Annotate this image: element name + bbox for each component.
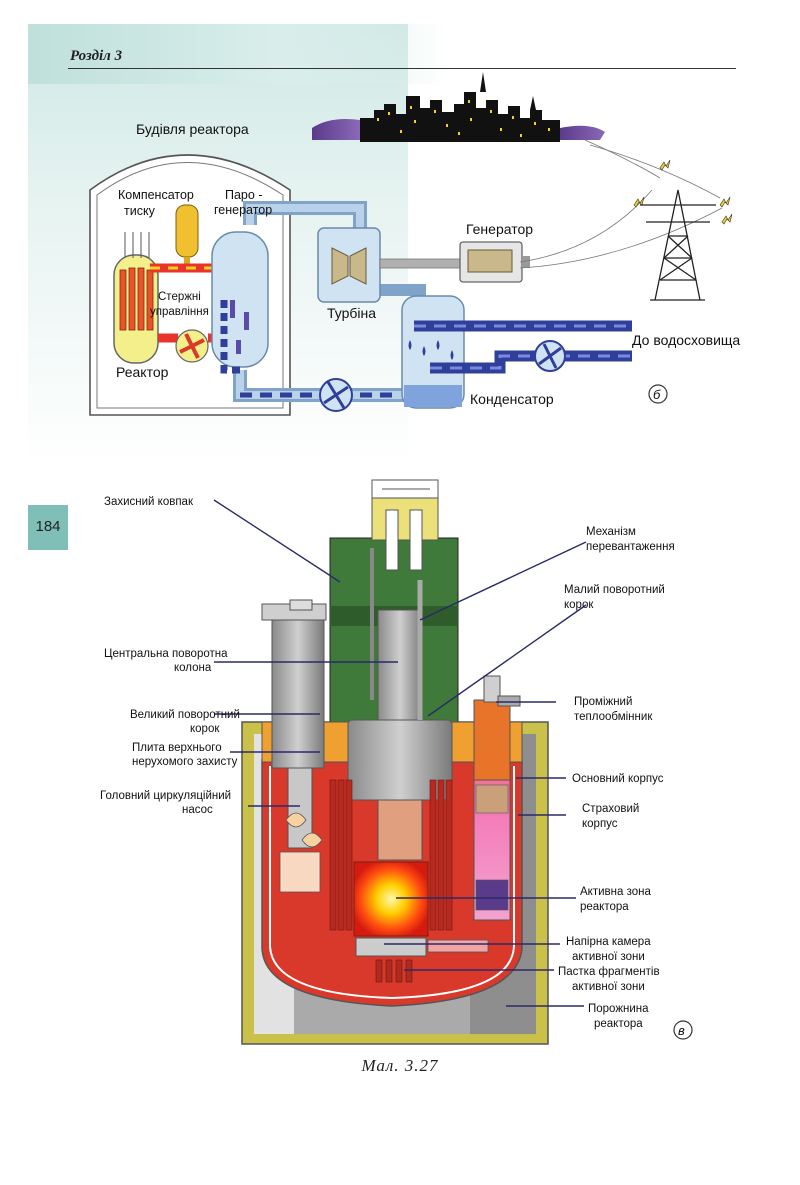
diagram-b-marker xyxy=(648,384,668,404)
label-core-1: Активна зона xyxy=(580,886,651,898)
right-labels: Механізм перевантаження Малий поворотний… xyxy=(558,526,675,1030)
steam-generator-label: Паро - генератор xyxy=(214,188,272,217)
label-small-plug-1: Малий поворотний xyxy=(564,584,665,596)
label-shield-plate-1: Плита верхнього xyxy=(132,742,222,754)
reservoir-label: До водосховища xyxy=(632,332,740,348)
label-protective-hood: Захисний ковпак xyxy=(104,496,194,508)
label-shield-plate-2: нерухомого захисту xyxy=(132,756,238,768)
label-central-column-2: колона xyxy=(174,662,212,674)
label-heat-exchanger-2: теплообмінник xyxy=(574,711,653,723)
large-rotating-plug xyxy=(347,719,453,801)
label-central-column-1: Центральна поворотна xyxy=(104,648,228,660)
label-cavity-2: реактора xyxy=(594,1018,643,1030)
leader-lines xyxy=(213,499,587,1007)
label-trap-1: Пастка фрагментів xyxy=(558,966,660,978)
fragment-trap xyxy=(375,959,413,983)
header-rule xyxy=(68,68,736,69)
left-labels: Захисний ковпак Центральна поворотна кол… xyxy=(100,496,240,816)
main-circulation-pump xyxy=(271,617,325,769)
city-skyline xyxy=(312,72,605,142)
rods-label: Стержні управління xyxy=(150,291,209,318)
diagram-b-label: б xyxy=(653,387,661,402)
label-large-plug-2: корок xyxy=(190,723,220,735)
reactor-label: Реактор xyxy=(116,364,169,380)
turbine xyxy=(317,227,381,303)
pressure-compensator xyxy=(175,204,199,258)
active-core xyxy=(353,861,429,937)
spark-icon xyxy=(633,159,733,225)
label-pump-2: насос xyxy=(182,804,213,816)
diagram-b: Будівля реактора Компенсатор тиску Стерж… xyxy=(89,72,740,416)
diagram-v-marker xyxy=(673,1020,693,1040)
power-lines xyxy=(519,139,723,269)
section-title: Розділ 3 xyxy=(70,48,123,64)
label-trap-2: активної зони xyxy=(572,981,645,993)
label-pump-1: Головний циркуляційний xyxy=(100,790,231,802)
label-guard-vessel-2: корпус xyxy=(582,818,618,830)
label-main-vessel: Основний корпус xyxy=(572,773,664,785)
label-heat-exchanger-1: Проміжний xyxy=(574,696,632,708)
diagram-v-label: в xyxy=(678,1023,685,1038)
condenser-label: Конденсатор xyxy=(470,391,554,407)
label-chamber-2: активної зони xyxy=(572,951,645,963)
label-chamber-1: Напірна камера xyxy=(566,936,651,948)
building-label: Будівля реактора xyxy=(136,121,249,137)
turbine-label: Турбіна xyxy=(327,305,376,321)
generator-label: Генератор xyxy=(466,221,533,237)
header-band xyxy=(28,24,448,84)
label-guard-vessel-1: Страховий xyxy=(582,803,639,815)
label-reload-1: Механізм xyxy=(586,526,636,538)
compensator-label: Компенсатор тиску xyxy=(118,188,197,218)
internal-rods xyxy=(329,779,453,931)
label-core-2: реактора xyxy=(580,901,629,913)
page-tab xyxy=(28,505,68,550)
figure-caption: Мал. 3.27 xyxy=(361,1056,439,1075)
label-cavity-1: Порожнина xyxy=(588,1003,649,1015)
diagram-v: Захисний ковпак Центральна поворотна кол… xyxy=(100,479,693,1045)
label-reload-2: перевантаження xyxy=(586,541,675,553)
transmission-tower xyxy=(640,189,716,301)
label-small-plug-2: корок xyxy=(564,599,594,611)
central-rotating-column xyxy=(377,609,423,731)
label-large-plug-1: Великий поворотний xyxy=(130,709,240,721)
fuel-rods xyxy=(119,267,154,331)
page-number: 184 xyxy=(35,518,61,535)
pressure-chamber xyxy=(355,937,427,957)
